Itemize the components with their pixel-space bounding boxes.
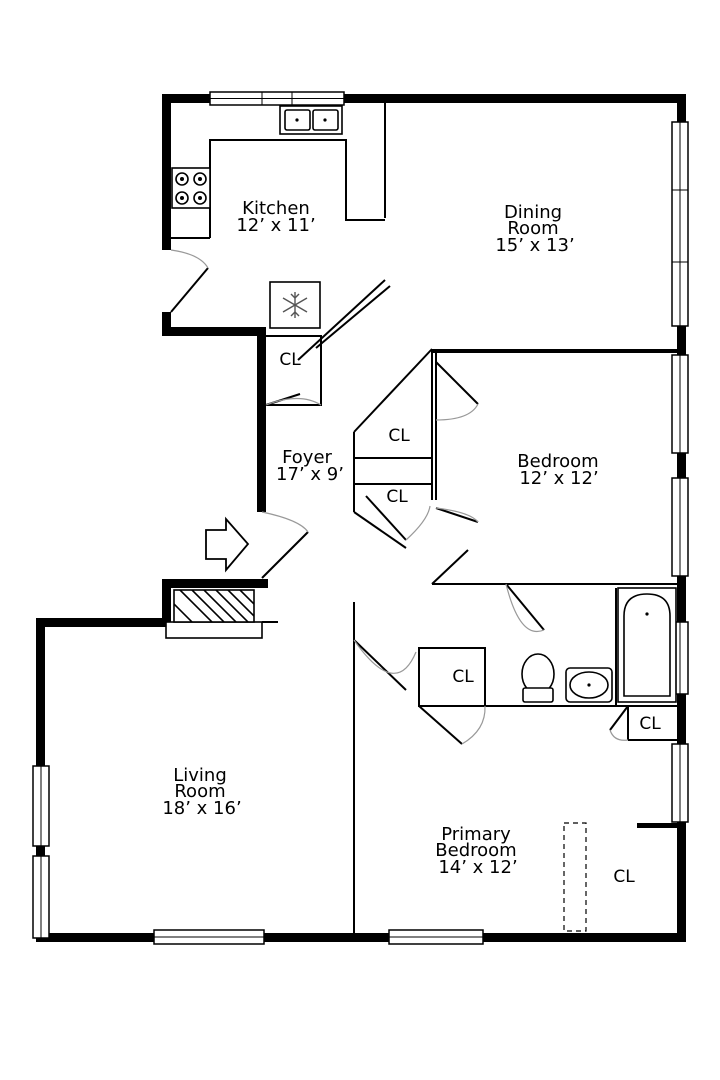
closet-label-upper: CL: [388, 426, 410, 446]
interior-walls: [171, 103, 677, 933]
bath-sink: [565, 667, 613, 703]
bedroom-name: Bedroom: [517, 451, 598, 472]
closet-rod: [563, 822, 587, 932]
kitchen-sink: [279, 105, 343, 135]
kitchen-door: [170, 267, 209, 313]
freezer-snowflake-icon: [269, 281, 321, 329]
dining-name-2: Room: [507, 218, 558, 239]
closet-label-lower: CL: [386, 487, 408, 507]
dining-dims: 15’ x 13’: [495, 235, 574, 256]
doors: [170, 249, 629, 745]
kitchen-dims: 12’ x 11’: [236, 215, 315, 236]
entry-door: [261, 531, 309, 579]
living-name-2: Room: [174, 781, 225, 802]
toilet: [521, 653, 555, 703]
closet-label-primary: CL: [613, 867, 635, 887]
foyer-name: Foyer: [282, 447, 332, 468]
fireplace: [165, 589, 263, 639]
bedroom-dims: 12’ x 12’: [519, 468, 598, 489]
closet-labels: CL CL CL CL CL CL: [279, 350, 661, 887]
stove: [171, 167, 211, 209]
dining-name-1: Dining: [504, 202, 562, 223]
primary-name-1: Primary: [441, 824, 511, 845]
primary-dims: 14’ x 12’: [438, 857, 517, 878]
kitchen-name: Kitchen: [242, 198, 310, 219]
closet-label-hall: CL: [452, 667, 474, 687]
living-name-1: Living: [173, 765, 227, 786]
windows: [32, 91, 689, 945]
closet-label-foyer: CL: [279, 350, 301, 370]
foyer-dims: 17’ x 9’: [276, 464, 344, 485]
fixtures: [165, 105, 677, 932]
living-dims: 18’ x 16’: [162, 798, 241, 819]
entry-arrow-icon: [205, 516, 250, 573]
bathtub: [617, 587, 677, 703]
room-labels: Kitchen 12’ x 11’ Dining Room 15’ x 13’ …: [162, 198, 598, 878]
primary-name-2: Bedroom: [435, 840, 516, 861]
closet-label-bath: CL: [639, 714, 661, 734]
